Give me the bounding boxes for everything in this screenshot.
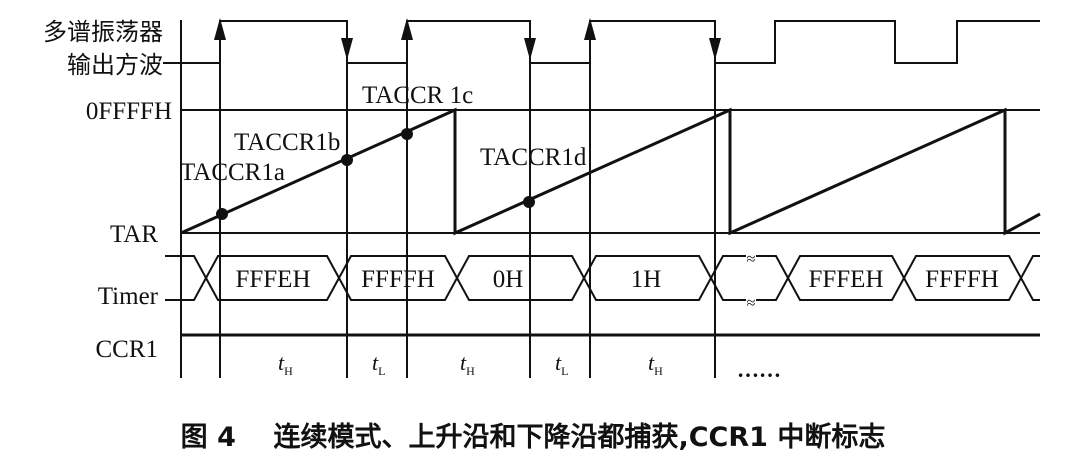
interval-label: tH <box>278 350 293 378</box>
timer-value: 1H <box>631 266 662 293</box>
rising-edge-arrow-icon <box>214 18 226 40</box>
capture-point-c <box>401 128 413 140</box>
timer-value: 0H <box>493 266 524 293</box>
capture-point-a <box>216 208 228 220</box>
rising-edge-arrow-icon <box>401 18 413 40</box>
ellipsis: …… <box>737 357 781 382</box>
capture-dots <box>216 128 535 220</box>
interval-label: tH <box>648 350 663 378</box>
timer-label: Timer <box>98 283 159 310</box>
timer-value: FFFFH <box>361 266 435 293</box>
figure-caption: 图 4 连续模式、上升沿和下降沿都捕获,CCR1 中断标志 <box>181 421 886 453</box>
timer-value: FFFFH <box>925 266 999 293</box>
capture-label-b: TACCR1b <box>234 129 340 156</box>
capture-point-b <box>341 154 353 166</box>
break-symbol-icon: ≈ <box>747 251 756 268</box>
interval-label: tL <box>555 350 568 378</box>
falling-edge-arrow-icon <box>709 38 721 60</box>
falling-edge-arrow-icon <box>524 38 536 60</box>
rising-edge-arrow-icon <box>584 18 596 40</box>
capture-label-a: TACCR1a <box>180 159 285 186</box>
capture-label-c: TACCR 1c <box>362 82 473 109</box>
capture-point-d <box>523 196 535 208</box>
capture-label-d: TACCR1d <box>480 144 587 171</box>
square-wave <box>163 20 1040 64</box>
oscillator-label-line1: 多谱振荡器 <box>43 18 163 46</box>
interval-label: tH <box>460 350 475 378</box>
max-value-label: 0FFFFH <box>86 98 172 125</box>
timer-bus: ≈ ≈ <box>165 251 1040 312</box>
counter-ramp <box>180 107 1041 236</box>
oscillator-label-line2: 输出方波 <box>67 51 163 79</box>
timer-value: FFFEH <box>808 266 883 293</box>
ccr1-label: CCR1 <box>95 336 158 363</box>
edge-arrows <box>214 18 721 60</box>
tar-label: TAR <box>110 221 158 248</box>
break-symbol-icon: ≈ <box>747 295 756 312</box>
interval-label: tL <box>372 350 385 378</box>
falling-edge-arrow-icon <box>341 38 353 60</box>
time-markers <box>180 20 716 378</box>
timer-value: FFFEH <box>235 266 310 293</box>
